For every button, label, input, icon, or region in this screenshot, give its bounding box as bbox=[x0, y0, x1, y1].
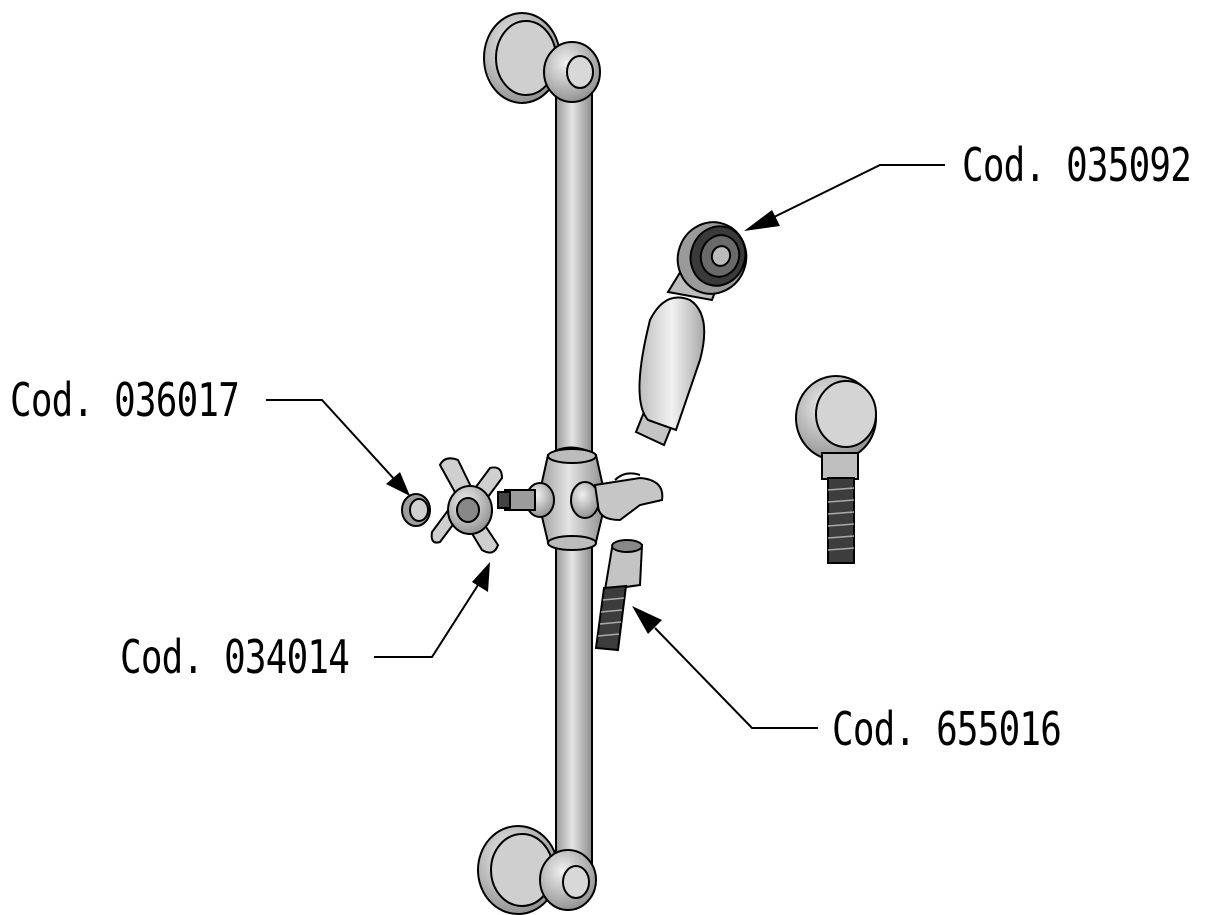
part-code-hose-connector: Cod. 655016 bbox=[832, 702, 1062, 756]
hose-connector-part bbox=[594, 539, 644, 652]
slide-bar bbox=[477, 12, 601, 915]
leader-034014 bbox=[374, 562, 490, 658]
cross-handle-part bbox=[430, 457, 504, 554]
slider-body bbox=[497, 446, 664, 551]
wall-outlet bbox=[795, 375, 877, 564]
part-code-cap: Cod. 036017 bbox=[10, 373, 240, 427]
hand-shower bbox=[634, 221, 748, 447]
leader-036017 bbox=[266, 399, 410, 496]
part-code-cross-handle: Cod. 034014 bbox=[120, 630, 350, 684]
cap-part bbox=[401, 493, 431, 527]
part-code-shower-head: Cod. 035092 bbox=[962, 138, 1192, 192]
leader-655016 bbox=[632, 606, 818, 729]
leader-035092 bbox=[744, 164, 945, 231]
